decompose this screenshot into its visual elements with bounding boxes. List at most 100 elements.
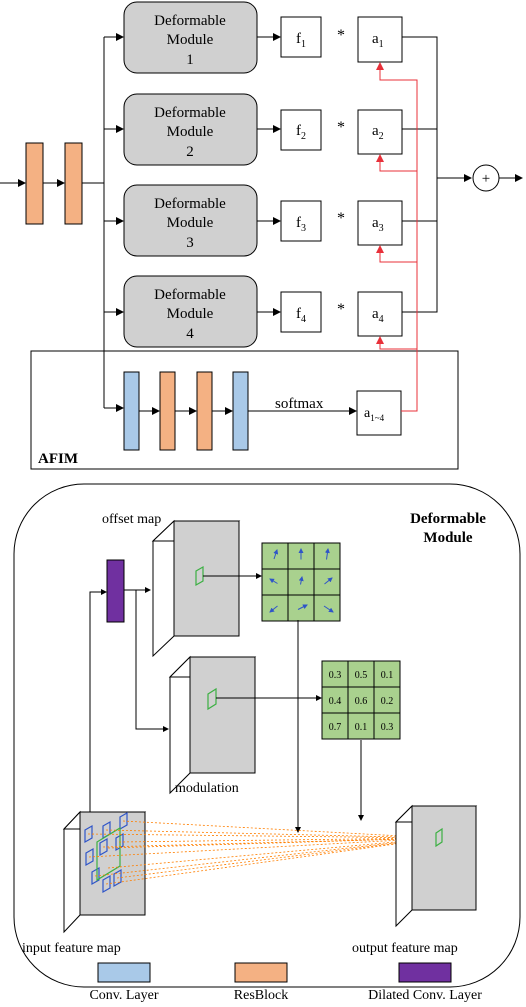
deformable-module-4: Deformable Module 4 <box>123 275 258 348</box>
afim-conv-1 <box>123 371 140 451</box>
multiply-3: * <box>337 210 345 227</box>
sampling-line <box>116 837 440 879</box>
deformable-module-detail <box>13 483 521 988</box>
offset-arrow <box>324 577 333 585</box>
a1-label: a <box>372 31 379 47</box>
legend-conv-swatch <box>97 962 151 983</box>
input-feature-map <box>62 810 147 934</box>
svg-text:a4: a4 <box>372 306 384 325</box>
module-1-label-line2: Module <box>167 32 214 48</box>
modulation-cell <box>347 686 375 714</box>
modulation-cell <box>373 712 401 740</box>
f3-box <box>280 200 322 242</box>
a2-sub: 2 <box>379 131 384 142</box>
a1-4-label: a <box>364 406 371 421</box>
offset-arrow <box>297 604 308 610</box>
a3-sub: 3 <box>379 223 384 234</box>
module-4-number: 4 <box>186 326 194 342</box>
f2-box <box>280 109 322 151</box>
svg-text:f1: f1 <box>296 31 306 50</box>
module-3-label-line1: Deformable <box>154 196 226 212</box>
deformable-module-1: Deformable Module 1 <box>123 1 258 74</box>
a2-label: a <box>372 123 379 139</box>
offset-arrow <box>324 548 330 560</box>
modulation-value: 0.7 <box>329 722 342 733</box>
a4-label: a <box>372 306 379 322</box>
module-2-label-line1: Deformable <box>154 105 226 121</box>
legend-conv-label: Conv. Layer <box>89 988 158 1003</box>
multiply-2: * <box>337 119 345 136</box>
afim-conv-2 <box>232 371 249 451</box>
resblock-2 <box>64 142 83 225</box>
sampling-line <box>118 837 440 843</box>
sampling-line <box>107 833 440 869</box>
f1-box <box>280 16 322 58</box>
module-3-number: 3 <box>186 235 194 251</box>
legend-dilated-swatch <box>398 962 452 983</box>
sampling-line <box>87 833 440 839</box>
offset-arrow <box>323 605 334 613</box>
svg-text:f4: f4 <box>296 306 306 325</box>
f1-label: f <box>296 31 301 47</box>
a1-4-box <box>356 390 402 436</box>
offset-map-plate <box>151 519 241 658</box>
a2-box <box>357 109 403 155</box>
modulation-value: 0.6 <box>355 696 368 707</box>
offset-arrow <box>269 578 278 584</box>
sum-symbol: + <box>482 171 490 187</box>
a1-box <box>357 16 403 63</box>
legend-dilated-label: Dilated Conv. Layer <box>368 988 482 1003</box>
a4-sub: 4 <box>379 314 384 325</box>
sampling-line <box>88 837 440 858</box>
f4-sub: 4 <box>301 314 306 325</box>
sampling-line <box>105 837 440 885</box>
modulation-cell <box>347 712 375 740</box>
f3-label: f <box>296 215 301 231</box>
dilated-conv <box>106 559 125 623</box>
svg-text:a2: a2 <box>372 123 384 142</box>
sampling-line <box>94 837 440 877</box>
modulation-value: 0.1 <box>355 722 368 733</box>
offset-map-label: offset map <box>102 512 161 527</box>
modulation-label: modulation <box>175 781 239 796</box>
module-2-number: 2 <box>186 144 194 160</box>
afim-box <box>30 350 459 470</box>
sampling-line <box>122 820 440 839</box>
sampling-lines <box>87 820 440 885</box>
deformable-module-3: Deformable Module 3 <box>123 184 258 257</box>
input-feature-map-label: input feature map <box>22 941 121 956</box>
svg-text:f3: f3 <box>296 215 306 234</box>
modulation-value: 0.5 <box>355 670 368 681</box>
output-feature-map-label: output feature map <box>352 941 458 956</box>
f2-sub: 2 <box>301 131 306 142</box>
modulation-plate <box>168 655 257 795</box>
f1-sub: 1 <box>301 39 306 50</box>
svg-text:f2: f2 <box>296 123 306 142</box>
module-4-label-line1: Deformable <box>154 287 226 303</box>
multiply-1: * <box>337 27 345 44</box>
a1-sub: 1 <box>379 39 384 50</box>
sampling-line <box>107 837 440 849</box>
modulation-value: 0.2 <box>381 696 394 707</box>
a3-box <box>357 200 403 246</box>
svg-text:a3: a3 <box>372 215 384 234</box>
a3-label: a <box>372 215 379 231</box>
multiply-4: * <box>337 301 345 318</box>
modulation-cell <box>321 712 349 740</box>
modulation-cell <box>373 660 401 688</box>
f4-label: f <box>296 306 301 322</box>
resblock-1 <box>25 142 44 225</box>
afim-resblock-1 <box>159 371 176 451</box>
detail-title-line2: Module <box>423 530 473 546</box>
module-4-label-line2: Module <box>167 306 214 322</box>
svg-text:a1: a1 <box>372 31 384 50</box>
detail-title-line1: Deformable <box>410 511 486 527</box>
f3-sub: 3 <box>301 223 306 234</box>
deformable-module-2: Deformable Module 2 <box>123 93 258 166</box>
modulation-value: 0.1 <box>381 670 394 681</box>
modulation-value: 0.4 <box>329 696 342 707</box>
modulation-value: 0.3 <box>381 722 394 733</box>
offset-arrow <box>298 576 304 585</box>
afim-resblock-2 <box>196 371 213 451</box>
